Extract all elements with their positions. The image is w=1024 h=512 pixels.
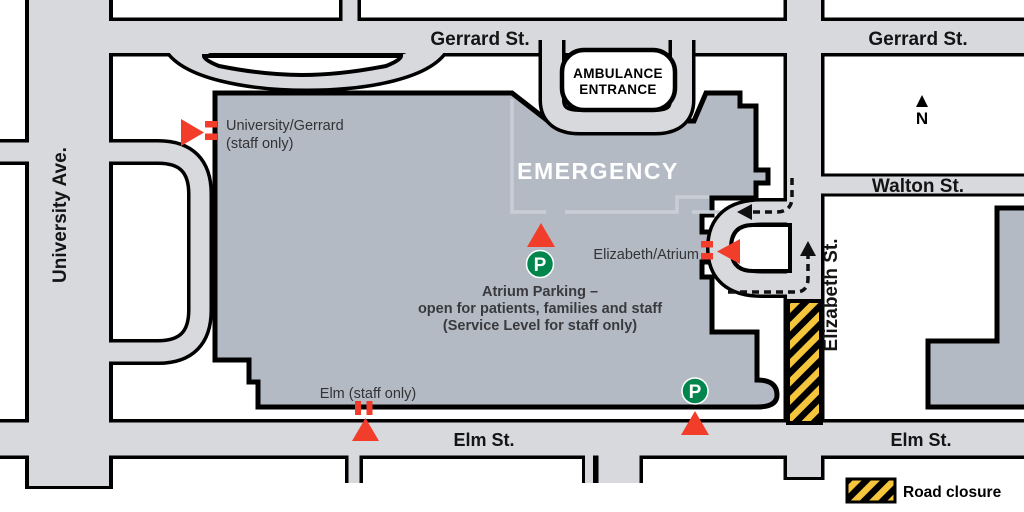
entrance-label-university-gerrard: University/Gerrard [226,118,344,134]
parking-icon-glyph: P [534,255,547,276]
legend-road-closure: Road closure [845,477,1002,504]
road-gerrard-dropoff [165,35,448,89]
entrance-marker-elm: Elm (staff only) [320,386,416,441]
street-label-walton: Walton St. [872,176,964,197]
entrance-arrow-left-icon [717,239,740,264]
atrium-parking-marker: P Atrium Parking – open for patients, fa… [418,223,662,334]
traffic-islands [201,54,792,273]
route-out-of-loop [728,254,810,294]
street-label-gerrard-west: Gerrard St. [430,29,529,50]
entrance-gate-dash [366,401,373,415]
entrance-marker-elizabeth-atrium: Elizabeth/Atrium [593,239,740,264]
entrance-label-elm: Elm (staff only) [320,386,416,402]
road-west-loop [0,142,210,362]
road-closure-legend-label: Road closure [903,484,1002,501]
ambulance-driveway: AMBULANCE ENTRANCE [538,38,696,136]
entrance-gate-dash [205,121,217,128]
entrance-arrow-right-icon [181,119,204,146]
entrance-arrow-up-icon [352,418,379,441]
atrium-parking-label-line2: open for patients, families and staff [418,301,662,317]
street-label-gerrard-east: Gerrard St. [868,29,967,50]
street-labels: Gerrard St. Gerrard St. University Ave. … [50,29,968,450]
route-arrowhead-north [800,241,816,256]
elm-parking-marker: P [681,377,709,435]
hospital-building-outline [212,90,780,410]
east-building [925,205,1024,410]
road-fills [0,0,1024,486]
parking-icon [525,249,555,279]
entrance-label-university-gerrard-2: (staff only) [226,136,293,152]
atrium-parking-label-line1: Atrium Parking – [482,284,598,300]
traffic-route-arrowheads [737,204,816,256]
street-label-elizabeth: Elizabeth St. [821,239,842,352]
street-label-elm-east: Elm St. [890,430,951,450]
road-closure-zone [786,299,823,425]
parking-icon [681,377,709,405]
ambulance-entrance-label-line2: ENTRANCE [579,82,656,97]
entrance-arrow-up-icon [681,411,709,435]
street-label-elm-west: Elm St. [453,430,514,450]
parking-icon-glyph: P [689,382,702,403]
traffic-route-arrows [728,178,810,294]
atrium-parking-label-line3: (Service Level for staff only) [443,318,637,334]
entrance-arrow-up-icon [527,223,555,247]
entrance-label-elizabeth-atrium: Elizabeth/Atrium [593,247,699,263]
dropoff-island [201,54,404,78]
ambulance-entrance-label-line1: AMBULANCE [573,66,663,81]
road-closure-swatch-icon [845,477,897,504]
entrance-marker-university-gerrard: University/Gerrard (staff only) [181,118,344,152]
north-arrow-icon [916,95,928,107]
entrance-gate-dash [355,401,361,415]
street-label-university: University Ave. [50,147,71,283]
ambulance-entrance-badge [559,47,678,113]
entrance-gate-dash [701,253,713,260]
route-arrowhead-west [737,204,752,220]
emergency-label: EMERGENCY [517,158,679,184]
north-indicator: N [916,95,928,128]
north-label: N [916,109,928,128]
entrance-gate-dash [701,241,713,248]
entrance-gate-dash [205,133,217,140]
